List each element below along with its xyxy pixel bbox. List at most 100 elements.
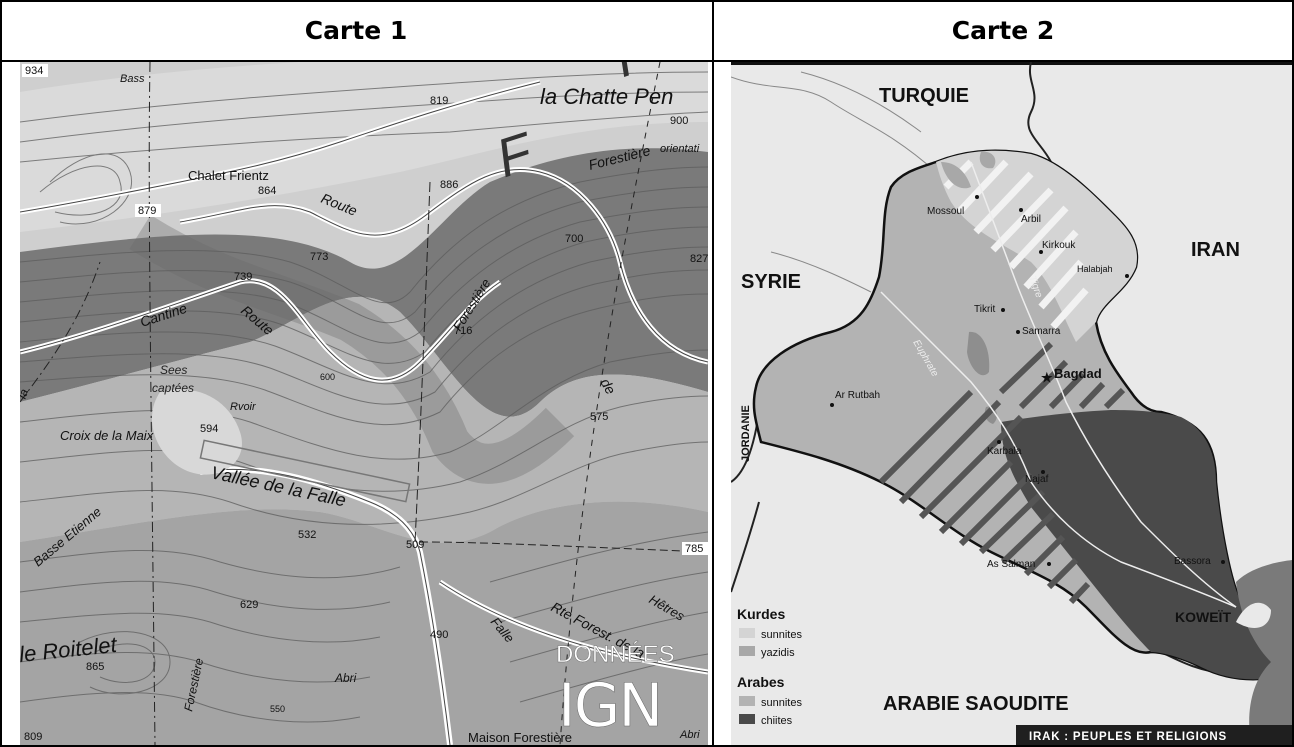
legend-arabes-title: Arabes	[737, 674, 785, 690]
city-bagdad: Bagdad	[1054, 366, 1102, 381]
city-samarra: Samarra	[1022, 326, 1061, 337]
zone-yazidis-1	[941, 162, 971, 189]
carte-2-iraq-map: TURQUIE IRAN SYRIE JORDANIE ARABIE SAOUD…	[731, 62, 1292, 745]
title-banner-text: IRAK : PEUPLES ET RELIGIONS	[1029, 731, 1227, 743]
city-as-salman: As Salman	[987, 559, 1035, 570]
ign-badge-line1: DONNÉES	[556, 641, 675, 668]
city-bassora: Bassora	[1174, 556, 1211, 567]
label-abri: Abri	[334, 671, 357, 685]
rivers-outside	[731, 71, 937, 293]
elev-600: 600	[320, 372, 335, 382]
city-karbala: Karbala	[987, 446, 1022, 457]
legend-swatch-kurdes-sunnites	[739, 628, 755, 638]
legend-arabes-sunnites: sunnites	[761, 697, 802, 709]
relief-dark-band	[20, 148, 708, 417]
elev-594: 594	[200, 423, 218, 435]
legend-kurdes-title: Kurdes	[737, 606, 785, 622]
label-iran: IRAN	[1191, 239, 1240, 261]
elev-716: 716	[454, 325, 472, 337]
ign-badge-line2: IGN	[558, 671, 661, 741]
elev-900: 900	[670, 115, 688, 127]
city-kirkouk: Kirkouk	[1042, 240, 1076, 251]
legend-swatch-chiites	[739, 714, 755, 724]
city-ar-rutbah: Ar Rutbah	[835, 390, 880, 401]
lake-tharthar	[967, 331, 990, 376]
elevation-labels: 934 819 900 864 886 879 700 739 773 827 …	[22, 64, 708, 743]
elev-785: 785	[685, 543, 703, 555]
city-labels: Mossoul Arbil Kirkouk Halabjah Tikrit Sa…	[830, 195, 1225, 570]
title-banner	[1016, 725, 1292, 745]
legend-chiites: chiites	[761, 715, 793, 727]
elev-490: 490	[430, 629, 448, 641]
label-orientation: orientati	[660, 143, 700, 155]
stripes-kurdes	[943, 159, 1089, 330]
roads	[20, 62, 708, 745]
label-arabie: ARABIE SAOUDITE	[883, 693, 1069, 715]
elev-819: 819	[430, 95, 448, 107]
label-chalet: Chalet Frientz	[188, 168, 269, 183]
elev-886: 886	[440, 179, 458, 191]
label-bass: Bass	[120, 73, 145, 85]
elev-809: 809	[24, 731, 42, 743]
city-arbil: Arbil	[1021, 214, 1041, 225]
legend-kurdes-sunnites: sunnites	[761, 629, 802, 641]
label-turquie: TURQUIE	[879, 85, 969, 107]
elev-532: 532	[298, 529, 316, 541]
star-bagdad: ★	[1041, 370, 1053, 385]
legend-swatch-yazidis	[739, 646, 755, 656]
column-divider	[712, 0, 714, 747]
elev-773: 773	[310, 251, 328, 263]
label-jordanie: JORDANIE	[740, 405, 752, 462]
clearing	[151, 389, 242, 475]
city-najaf: Najaf	[1025, 474, 1049, 485]
label-rvoir: Rvoir	[230, 401, 257, 413]
carte-1-topographic-map: la Chatte Pen F F Chalet Frientz Foresti…	[20, 62, 708, 745]
relief-mid-band	[20, 296, 708, 543]
stripes-arabes-mixtes	[878, 341, 1126, 605]
label-syrie: SYRIE	[741, 271, 801, 293]
valley-label-box	[199, 439, 411, 503]
zone-yazidis-2	[979, 151, 996, 169]
city-mossoul: Mossoul	[927, 206, 964, 217]
zone-chiites	[1001, 410, 1291, 680]
elev-934: 934	[25, 65, 43, 77]
elev-575: 575	[590, 411, 608, 423]
elev-879: 879	[138, 205, 156, 217]
header-carte-2: Carte 2	[951, 15, 1055, 45]
elev-509: 509	[406, 539, 424, 551]
elev-827: 827	[690, 253, 708, 265]
kuwait-bay	[1236, 602, 1271, 629]
city-halabjah: Halabjah	[1077, 264, 1113, 274]
relief-ridge-shadow	[129, 215, 575, 484]
header-carte-1: Carte 1	[304, 15, 408, 45]
relief-lower-band	[20, 501, 708, 745]
header-divider	[0, 60, 1294, 62]
label-chatte: la Chatte Pen	[540, 84, 673, 109]
elev-629: 629	[240, 599, 258, 611]
label-maison: Maison Forestière	[468, 730, 572, 745]
legend: Kurdes sunnites yazidis Arabes sunnites …	[737, 606, 802, 727]
relief-upper-slope	[20, 62, 708, 232]
country-labels: TURQUIE IRAN SYRIE JORDANIE ARABIE SAOUD…	[740, 85, 1240, 715]
label-croix: Croix de la Maix	[60, 428, 154, 443]
label-la: la	[20, 387, 31, 401]
contour-lines	[20, 71, 708, 723]
iraq-svg: TURQUIE IRAN SYRIE JORDANIE ARABIE SAOUD…	[731, 62, 1292, 745]
elev-865: 865	[86, 661, 104, 673]
elev-700: 700	[565, 233, 583, 245]
label-captees: captées	[152, 381, 194, 395]
label-abri-2: Abri	[679, 729, 700, 741]
city-tikrit: Tikrit	[974, 304, 996, 315]
label-koweit: KOWEÏT	[1175, 609, 1231, 625]
rivers-iraq	[880, 161, 1237, 608]
legend-swatch-arabes-sunnites	[739, 696, 755, 706]
topo-svg: la Chatte Pen F F Chalet Frientz Foresti…	[20, 62, 708, 745]
elev-739: 739	[234, 271, 252, 283]
ign-badge: DONNÉES IGN	[556, 641, 675, 741]
elev-550: 550	[270, 704, 285, 714]
elev-864: 864	[258, 185, 276, 197]
legend-yazidis: yazidis	[761, 647, 795, 659]
label-sees: Sees	[160, 363, 187, 377]
label-de: de	[597, 376, 619, 398]
